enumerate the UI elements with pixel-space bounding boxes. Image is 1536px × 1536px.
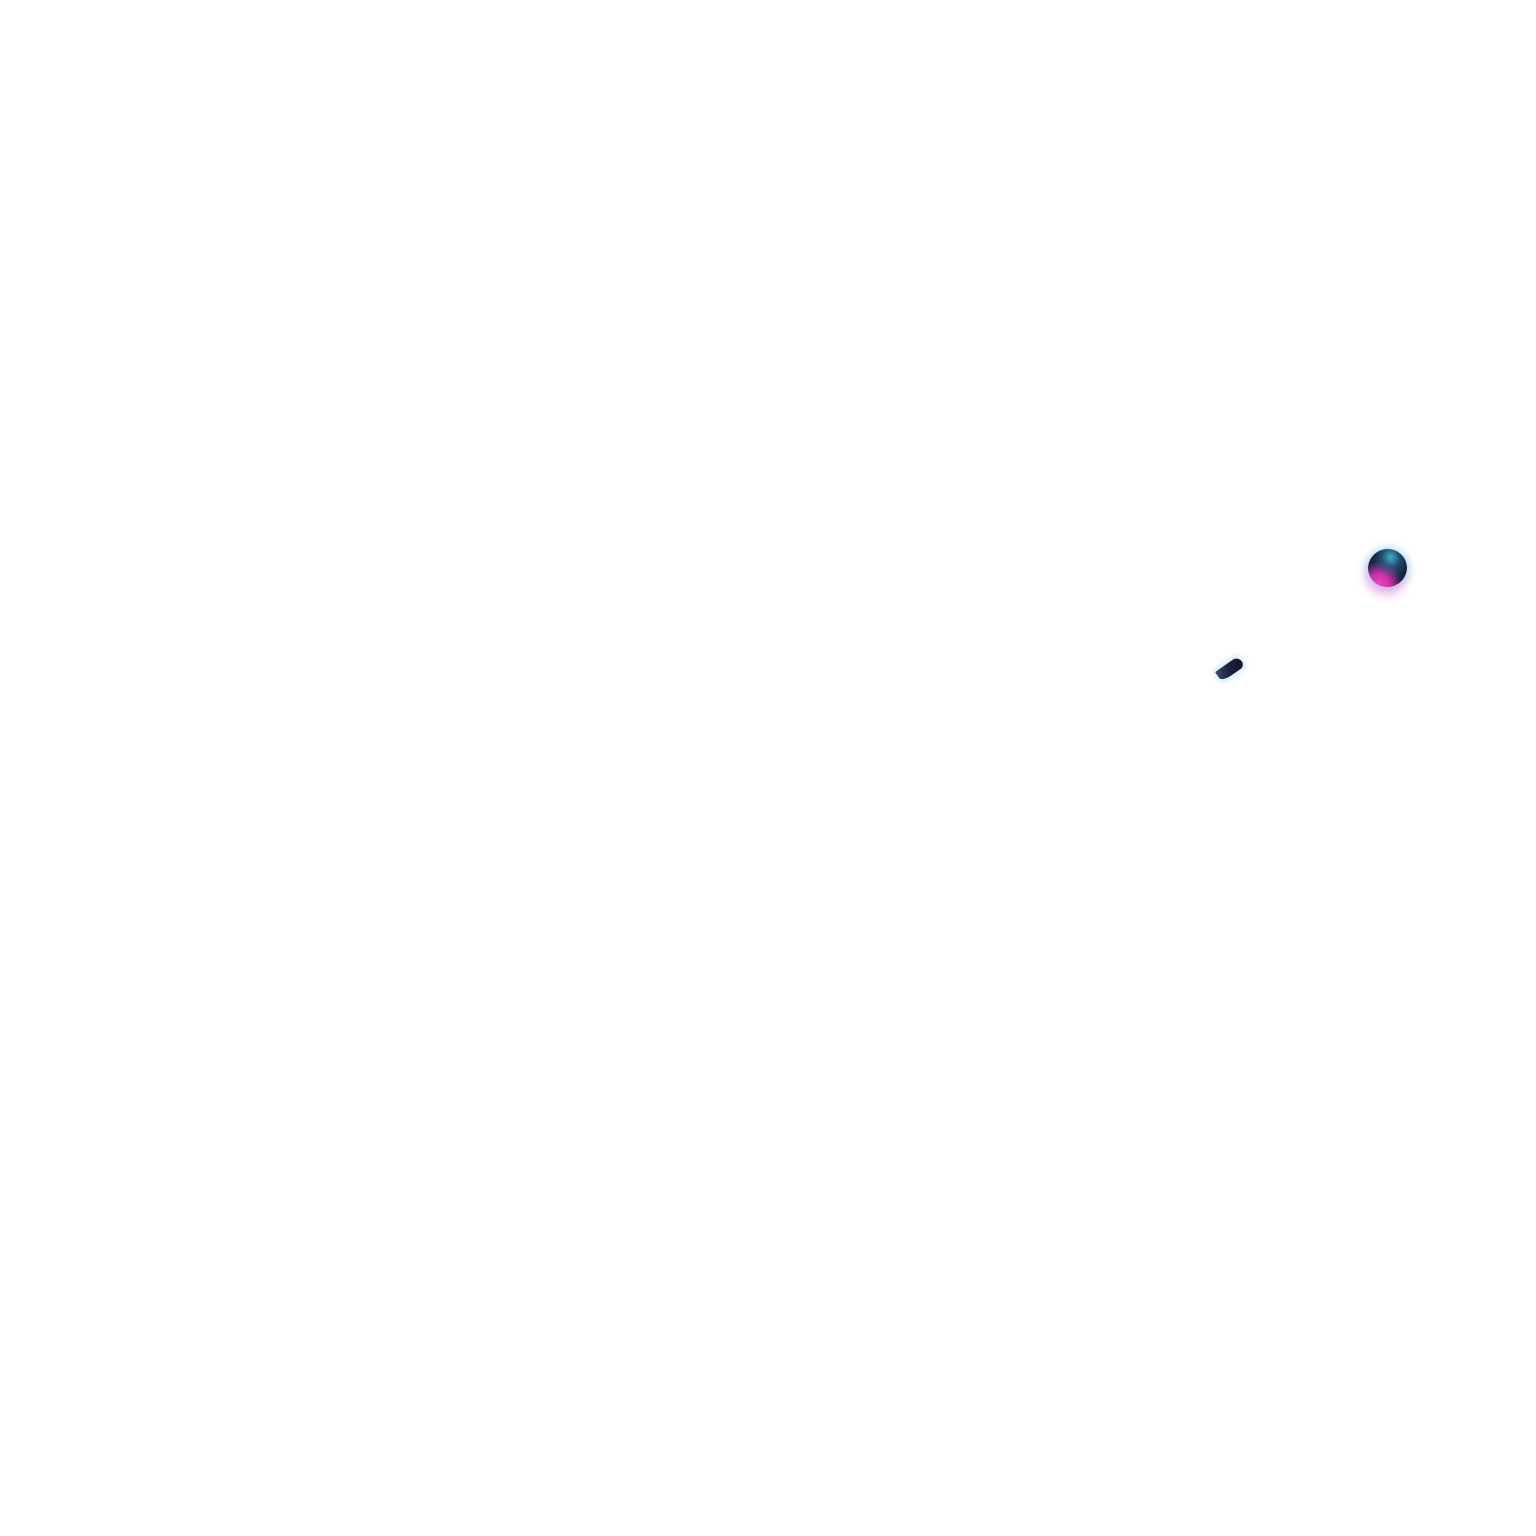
glowing-orb [1363, 544, 1412, 592]
dark-shard [1215, 656, 1245, 682]
